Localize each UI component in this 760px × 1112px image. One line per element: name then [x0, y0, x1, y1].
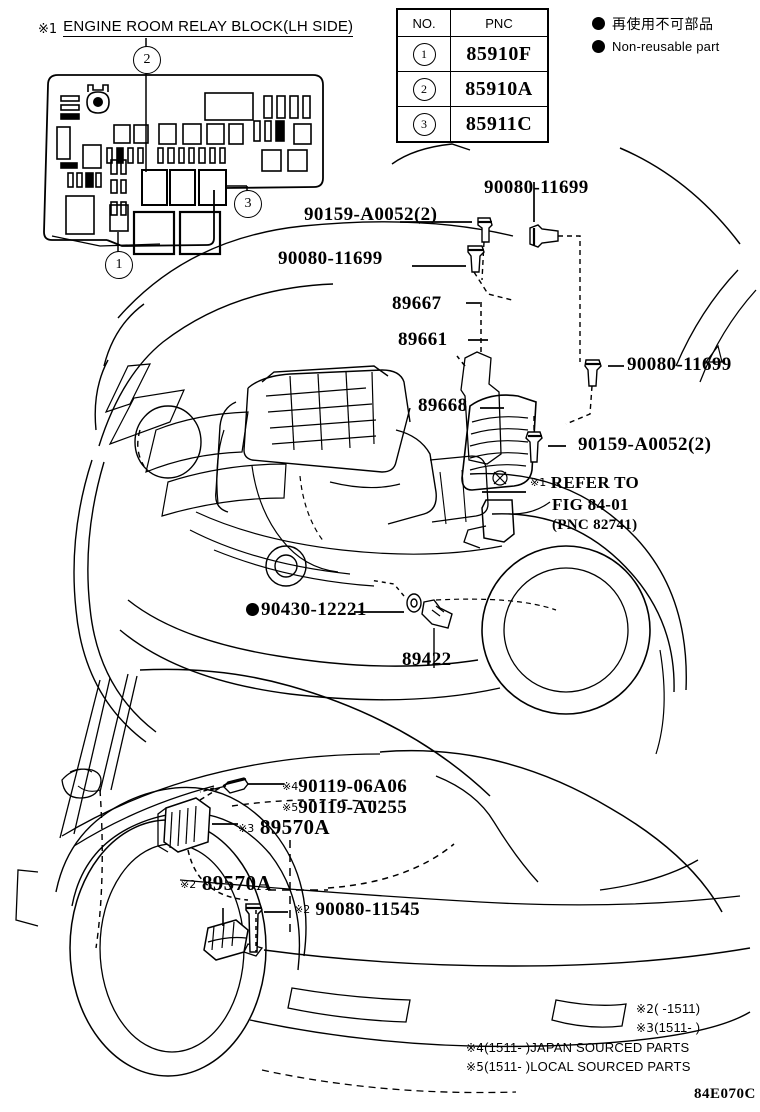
column-header-pnc: PNC — [450, 8, 549, 37]
legend-row-english: Non-reusable part — [592, 35, 719, 58]
label-90080-11545-text: 90080-11545 — [315, 899, 421, 920]
front-vehicle-illustration — [73, 143, 757, 755]
footnote-3-text: (1511- ) — [654, 1020, 701, 1035]
circled-number-2: 2 — [412, 77, 436, 101]
row-number-cell: 2 — [396, 71, 451, 107]
row-pnc-cell: 85910F — [450, 36, 549, 72]
footnote-3-mark: ※3 — [636, 1021, 655, 1035]
legend-text-english: Non-reusable part — [612, 39, 720, 54]
non-reusable-dot-icon — [246, 603, 259, 616]
refer-note-line1: ※1 REFER TO — [530, 473, 639, 492]
label-89570a-lower-mark: ※2 — [180, 878, 197, 891]
label-90119-a0255: ※590119-A0255 — [282, 798, 407, 817]
refer-note-mark: ※1 — [530, 476, 547, 489]
label-90159-a0052-bottom: 90159-A0052(2) — [578, 434, 712, 455]
filled-circle-icon — [592, 17, 605, 30]
page-title: ENGINE ROOM RELAY BLOCK(LH SIDE) — [63, 18, 354, 37]
section-title-block: ※1 ENGINE ROOM RELAY BLOCK(LH SIDE) — [38, 18, 354, 37]
relay-block-detail-drawing — [43, 38, 324, 256]
label-90119-06a06: ※490119-06A06 — [282, 777, 407, 796]
label-90430-12221: 90430-12221 — [246, 600, 367, 619]
refer-note-line3: (PNC 82741) — [552, 516, 638, 533]
circled-number-3: 3 — [412, 112, 436, 136]
row-pnc-cell: 85911C — [450, 106, 549, 143]
label-90080-11545: ※2 90080-11545 — [294, 900, 420, 919]
row-number-cell: 3 — [396, 106, 451, 143]
column-header-no: NO. — [396, 8, 451, 37]
label-89422: 89422 — [402, 649, 452, 670]
label-89668: 89668 — [418, 395, 468, 416]
parts-number-table: NO. PNC 1 85910F 2 85910A 3 85911C — [396, 8, 549, 143]
non-reusable-legend: 再使用不可部品 Non-reusable part — [592, 12, 719, 58]
rear-vehicle-illustration — [15, 668, 751, 1094]
label-89667: 89667 — [392, 293, 442, 314]
footnote-4: ※4(1511- )JAPAN SOURCED PARTS — [466, 1040, 689, 1055]
label-90080-11699-top: 90080-11699 — [484, 177, 589, 198]
label-90080-11699-left: 90080-11699 — [278, 248, 383, 269]
label-90430-12221-text: 90430-12221 — [261, 599, 367, 620]
callout-marker-2: 2 — [133, 46, 161, 74]
footnote-2: ※2( -1511) — [636, 1001, 700, 1016]
footnote-4-mark: ※4 — [466, 1041, 485, 1055]
footnote-5-text: (1511- )LOCAL SOURCED PARTS — [484, 1059, 691, 1074]
table-row: 2 85910A — [396, 71, 549, 107]
footnote-4-text: (1511- )JAPAN SOURCED PARTS — [484, 1040, 690, 1055]
table-row: 3 85911C — [396, 106, 549, 143]
table-row: 1 85910F — [396, 36, 549, 72]
callout-marker-1: 1 — [105, 251, 133, 279]
row-number-cell: 1 — [396, 36, 451, 72]
label-90119-06a06-text: 90119-06A06 — [298, 776, 408, 797]
refer-to-note: ※1 REFER TO FIG 84-01 (PNC 82741) — [530, 472, 639, 535]
footnote-5: ※5(1511- )LOCAL SOURCED PARTS — [466, 1059, 691, 1074]
callout-marker-3: 3 — [234, 190, 262, 218]
label-89570a-upper: ※3 89570A — [238, 817, 330, 838]
refer-note-line2: FIG 84-01 — [552, 494, 629, 514]
footnote-5-mark: ※5 — [466, 1060, 485, 1074]
footnote-2-text: ( -1511) — [654, 1001, 701, 1016]
label-89570a-lower-text: 89570A — [201, 871, 272, 895]
legend-row-japanese: 再使用不可部品 — [592, 12, 719, 35]
label-90080-11545-mark: ※2 — [294, 903, 311, 916]
row-pnc-cell: 85910A — [450, 71, 549, 107]
label-89570a-upper-text: 89570A — [259, 815, 330, 839]
legend-text-japanese: 再使用不可部品 — [612, 16, 714, 33]
footnote-2-mark: ※2 — [636, 1002, 655, 1016]
circled-number-1: 1 — [412, 42, 436, 66]
label-90119-a0255-mark: ※5 — [282, 801, 299, 814]
section-mark: ※1 — [38, 22, 58, 37]
label-90119-a0255-text: 90119-A0255 — [298, 797, 408, 818]
label-90119-06a06-mark: ※4 — [282, 780, 299, 793]
footnote-3: ※3(1511- ) — [636, 1020, 700, 1035]
label-90159-a0052-top: 90159-A0052(2) — [304, 204, 438, 225]
diagram-code: 84E070C — [694, 1086, 756, 1102]
table-header-row: NO. PNC — [396, 8, 549, 37]
label-89570a-lower: ※2 89570A — [180, 873, 272, 894]
filled-circle-icon — [592, 40, 605, 53]
label-90080-11699-right: 90080-11699 — [627, 354, 732, 375]
label-89661: 89661 — [398, 329, 448, 350]
label-89570a-upper-mark: ※3 — [238, 822, 255, 835]
